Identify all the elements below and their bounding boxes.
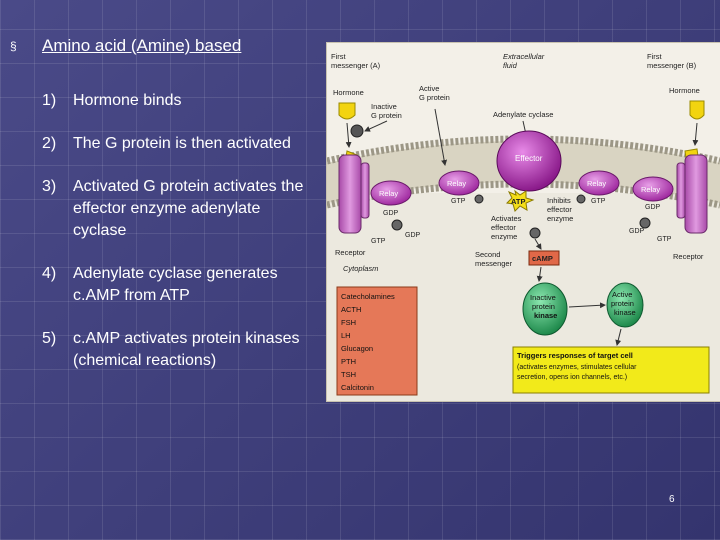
- svg-text:cAMP: cAMP: [532, 254, 553, 263]
- steps-list: 1) Hormone binds 2) The G protein is then …: [42, 90, 312, 393]
- gtp-label-lower-left: GTP: [371, 238, 386, 245]
- step-item: 1) Hormone binds: [42, 90, 312, 112]
- atp-icon: ATP: [505, 189, 535, 212]
- step-item: 4) Adenylate cyclase generates c.AMP from…: [42, 263, 312, 307]
- step-number: 3): [42, 178, 57, 195]
- svg-text:Triggers responses of target c: Triggers responses of target cell: [517, 351, 633, 360]
- relay-protein-left: Relay: [370, 180, 412, 206]
- target-cell-response-box: Triggers responses of target cell (activ…: [512, 346, 710, 394]
- relay-protein-center-left: Relay: [438, 170, 480, 196]
- gdp-label-right: GDP: [645, 204, 661, 211]
- svg-text:Effector: Effector: [515, 154, 543, 163]
- hormone-list-item: Calcitonin: [341, 383, 374, 392]
- gdp-label-lower-left: GDP: [405, 232, 421, 239]
- receptor-left-label: Receptor: [335, 248, 366, 257]
- svg-text:Relay: Relay: [379, 189, 398, 198]
- page-number: 6: [669, 494, 675, 505]
- gtp-label-center-left: GTP: [451, 198, 466, 205]
- step-number: 2): [42, 135, 57, 152]
- step-number: 5): [42, 330, 57, 347]
- svg-text:Relay: Relay: [587, 179, 606, 188]
- hormone-right-label: Hormone: [669, 86, 700, 95]
- step-text: c.AMP activates protein kinases (chemica…: [73, 330, 300, 369]
- svg-text:ATP: ATP: [511, 197, 525, 206]
- step-item: 3) Activated G protein activates the effe…: [42, 176, 312, 242]
- hormone-list-item: PTH: [341, 357, 356, 366]
- hormone-list-item: Catecholamines: [341, 292, 395, 301]
- hormone-list-item: LH: [341, 331, 351, 340]
- receptor-right: [676, 154, 708, 234]
- hormone-list-item: TSH: [341, 370, 356, 379]
- title-row: § Amino acid (Amine) based: [10, 36, 241, 56]
- step-number: 4): [42, 265, 57, 282]
- step-text: Adenylate cyclase generates c.AMP from A…: [73, 265, 278, 304]
- gdp-label-lower-right: GDP: [629, 228, 645, 235]
- hormone-list-item: ACTH: [341, 305, 361, 314]
- svg-text:Relay: Relay: [641, 185, 660, 194]
- relay-protein-center-right: Relay: [578, 170, 620, 196]
- receptor-left: [338, 154, 370, 234]
- gdp-label-left: GDP: [383, 210, 399, 217]
- step-item: 2) The G protein is then activated: [42, 133, 312, 155]
- adenylate-cyclase-label: Adenylate cyclase: [493, 110, 553, 119]
- receptor-right-label: Receptor: [673, 252, 704, 261]
- step-item: 5) c.AMP activates protein kinases (chemi…: [42, 328, 312, 372]
- hormone-list-box: Catecholamines ACTH FSH LH Glucagon PTH …: [336, 286, 418, 396]
- step-number: 1): [42, 92, 57, 109]
- cytoplasm-label: Cytoplasm: [343, 264, 378, 273]
- svg-text:(activates enzymes, stimulates: (activates enzymes, stimulates cellulars…: [517, 364, 637, 381]
- hormone-list-item: FSH: [341, 318, 356, 327]
- relay-protein-right: Relay: [632, 176, 674, 202]
- hormone-left-label: Hormone: [333, 88, 364, 97]
- step-text: Activated G protein activates the effect…: [73, 178, 304, 239]
- hormone-right-icon: [689, 100, 705, 120]
- step-text: Hormone binds: [73, 92, 182, 109]
- hormone-left-icon: [338, 102, 356, 120]
- effector-enzyme: Effector: [496, 130, 562, 192]
- svg-text:Relay: Relay: [447, 179, 466, 188]
- slide-title: Amino acid (Amine) based: [42, 36, 242, 55]
- step-text: The G protein is then activated: [73, 135, 291, 152]
- gtp-label-center-right: GTP: [591, 198, 606, 205]
- bullet-icon: §: [10, 39, 17, 53]
- camp-box: cAMP: [528, 250, 560, 266]
- hormone-list-item: Glucagon: [341, 344, 373, 353]
- inactive-g-protein-icon: [350, 124, 364, 138]
- gtp-label-lower-right: GTP: [657, 236, 672, 243]
